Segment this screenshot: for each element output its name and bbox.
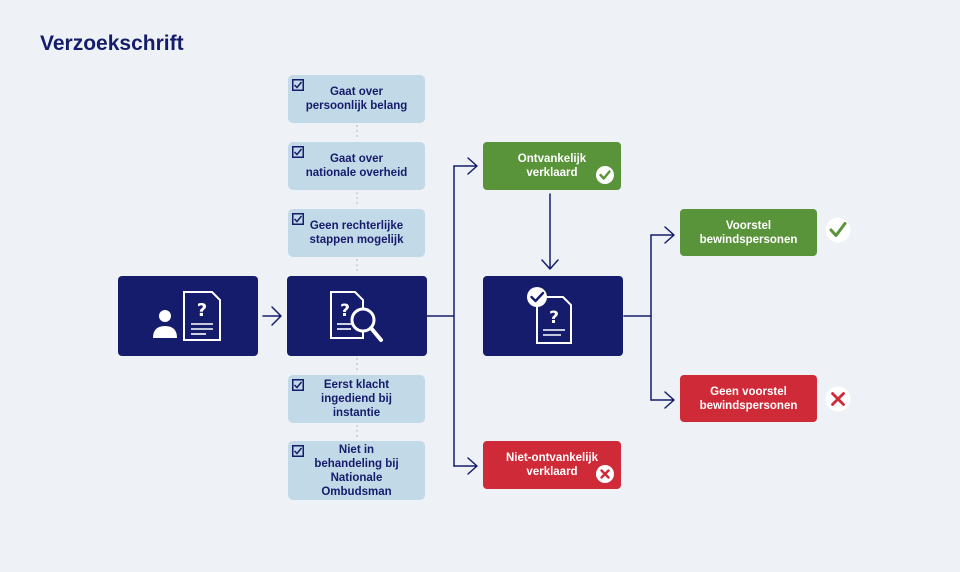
arrow-to-admissible xyxy=(453,157,478,175)
cross-icon xyxy=(825,386,851,412)
criterion-box: Niet in behandeling bij Nationale Ombuds… xyxy=(288,441,425,500)
criterion-box: Gaat over persoonlijk belang xyxy=(288,75,425,123)
checkbox-checked-icon xyxy=(292,79,304,91)
arrow-to-proposal xyxy=(650,226,675,244)
criterion-label: Gaat over nationale overheid xyxy=(305,153,408,179)
checkbox-checked-icon xyxy=(292,146,304,158)
criterion-label: Niet in behandeling bij Nationale Ombuds… xyxy=(314,443,399,498)
criterion-box: Eerst klacht ingediend bij instantie xyxy=(288,375,425,423)
checkbox-checked-icon xyxy=(292,213,304,225)
inadmissible-label: Niet-ontvankelijk verklaard xyxy=(505,452,599,478)
arrow-admissible-to-assessment xyxy=(541,193,559,270)
checked-question-document-icon: ? xyxy=(527,287,572,344)
cross-icon xyxy=(596,465,614,483)
inadmissible-box: Niet-ontvankelijk verklaard xyxy=(483,441,621,489)
person-with-question-document-icon: ? xyxy=(153,291,221,341)
document-magnifier-icon: ? xyxy=(330,291,383,342)
checkmark-icon xyxy=(825,217,851,243)
arrow-to-no-proposal xyxy=(650,391,675,409)
criterion-label: Eerst klacht ingediend bij instantie xyxy=(321,379,392,419)
page-title: Verzoekschrift xyxy=(40,32,184,55)
criterion-box: Geen rechterlijke stappen mogelijk xyxy=(288,209,425,257)
criterion-label: Gaat over persoonlijk belang xyxy=(305,86,408,112)
no-proposal-box: Geen voorstel bewindspersonen xyxy=(680,375,817,422)
proposal-label: Voorstel bewindspersonen xyxy=(699,219,798,246)
svg-text:?: ? xyxy=(340,301,350,321)
petitioner-node: ? xyxy=(118,276,258,356)
arrow-petition-to-review xyxy=(262,306,282,326)
review-node: ? xyxy=(287,276,427,356)
admissible-box: Ontvankelijk verklaard xyxy=(483,142,621,190)
svg-text:?: ? xyxy=(549,308,559,328)
proposal-box: Voorstel bewindspersonen xyxy=(680,209,817,256)
svg-text:?: ? xyxy=(197,300,207,321)
checkbox-checked-icon xyxy=(292,445,304,457)
admissible-label: Ontvankelijk verklaard xyxy=(517,153,587,179)
criterion-box: Gaat over nationale overheid xyxy=(288,142,425,190)
criterion-label: Geen rechterlijke stappen mogelijk xyxy=(309,220,404,246)
arrow-to-inadmissible xyxy=(453,457,478,475)
checkbox-checked-icon xyxy=(292,379,304,391)
no-proposal-label: Geen voorstel bewindspersonen xyxy=(699,385,798,412)
checkmark-icon xyxy=(596,166,614,184)
assessment-node: ? xyxy=(483,276,623,356)
